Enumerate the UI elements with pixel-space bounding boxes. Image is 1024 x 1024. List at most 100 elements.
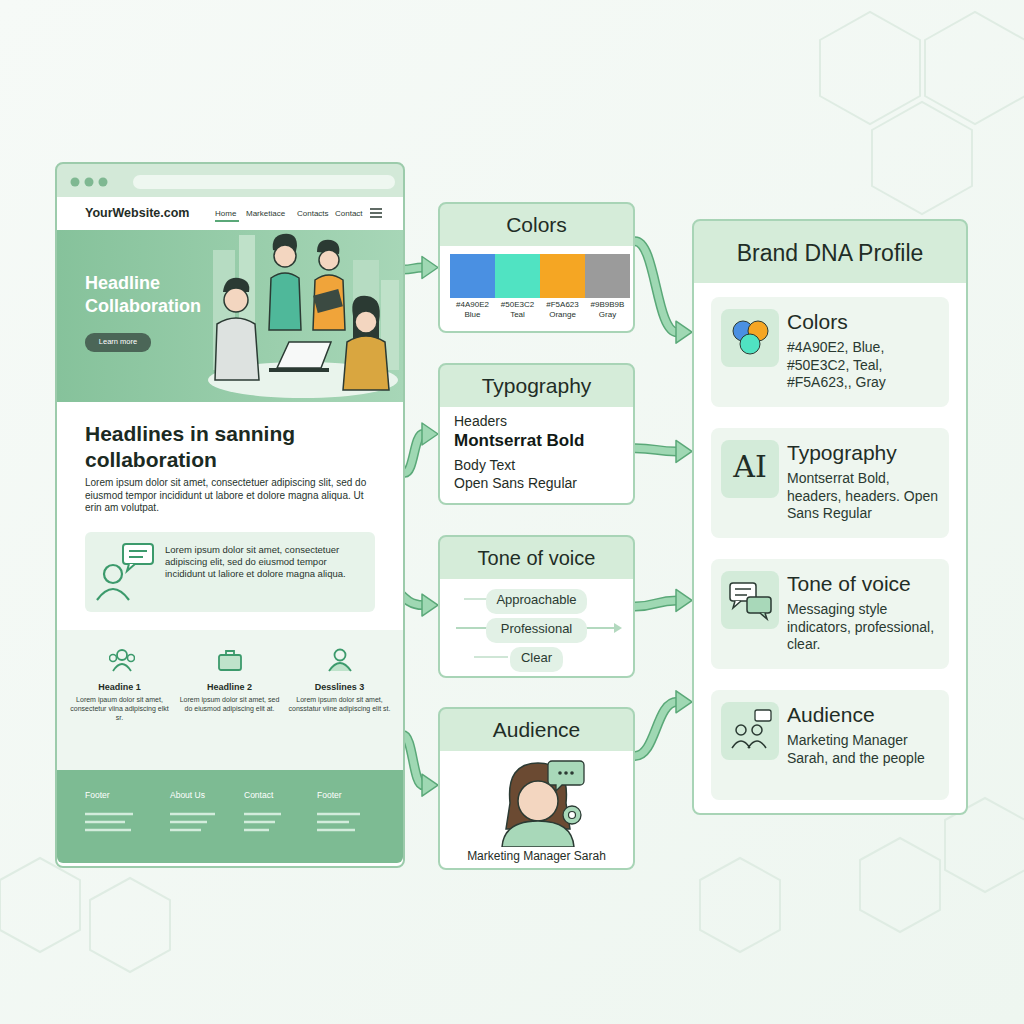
arrow-outline (635, 600, 677, 606)
browser-chrome-art (65, 172, 399, 192)
color-icon (721, 309, 779, 367)
body-text: About Us (170, 790, 240, 801)
arrow-body (403, 735, 423, 785)
menu-icon (369, 207, 383, 219)
body-text: Footer (317, 790, 387, 801)
body-text: Lorem ipsum dolor sit amet, consstatur v… (287, 696, 392, 714)
heading-text: Approachable (486, 592, 587, 608)
color-swatches-art (450, 254, 630, 298)
footer-lines-art (85, 810, 385, 850)
brand-dna-panel: Brand DNA ProfileColors #4A90E2, Blue, #5… (692, 219, 968, 815)
person-icon (327, 648, 353, 672)
body-text: Contact (244, 790, 314, 801)
speech-icon (93, 540, 158, 602)
heading-text: Headline Collaboration (85, 272, 235, 317)
heading-text: Typography (440, 373, 633, 399)
arrow-outline (403, 735, 423, 785)
flow-arrow (635, 440, 692, 462)
heading-text: Colors (440, 212, 633, 238)
heading-text: Colors (787, 309, 945, 335)
flow-arrow (635, 241, 692, 343)
body-text: Headlines in sanning collaboration (85, 421, 385, 474)
body-text: Lorem ipsum dolor sit amet, sed do eiusm… (177, 696, 282, 714)
tone-icon-art (721, 571, 779, 629)
body-text: #9B9B9B Gray (585, 300, 630, 320)
heading-text: Headine 1 (67, 682, 172, 693)
team-icon (109, 648, 135, 672)
profile-row: AudienceMarketing Manager Sarah, and the… (711, 690, 949, 800)
arrow-body (635, 702, 677, 756)
briefcase-icon (217, 648, 243, 672)
tone-pill: Professional (486, 618, 587, 643)
tone-icon (721, 571, 779, 629)
body-text: Montserrat Bold, headers, headers. Open … (787, 470, 945, 523)
body-text: Body Text (454, 457, 629, 475)
team-icon-art (109, 648, 135, 672)
profile-row: AI TypographyMontserrat Bold, headers, he… (711, 428, 949, 538)
heading-text: Audience (787, 702, 945, 728)
arrow-outline (635, 241, 677, 332)
speech-icon-art (93, 540, 158, 602)
heading-text: Footer (85, 790, 155, 801)
body-text: Typography (787, 440, 945, 466)
tone-pill: Clear (510, 647, 563, 672)
person-icon-art (327, 648, 353, 672)
browser-window: YourWebsite.comHomeMarketiaceContactsCon… (55, 162, 405, 868)
color-icon-art (721, 309, 779, 367)
profile-row: Colors #4A90E2, Blue, #50E3C2, Teal, #F5A… (711, 297, 949, 407)
arrow-body (635, 448, 677, 451)
body-text: Lorem ipaum dolor sit amet, consectetur … (67, 696, 172, 722)
arrow-head (676, 589, 692, 611)
audience-avatar (488, 757, 588, 847)
body-text: Contact (335, 209, 369, 219)
heading-text: YourWebsite.com (85, 206, 215, 222)
body-text: Montserrat Bold (454, 430, 632, 451)
browser-chrome (65, 172, 399, 192)
heading-text: Clear (510, 650, 563, 666)
body-text: Home (215, 209, 243, 219)
heading-text: Audience (440, 717, 633, 743)
footer-band: FooterAbout UsContactFooter (57, 770, 403, 863)
arrow-body (635, 241, 677, 332)
arrow-outline (635, 448, 677, 451)
body-text: #4A90E2, Blue, #50E3C2, Teal, #F5A623,, … (787, 339, 945, 392)
features-band: Headine 1 Lorem ipaum dolor sit amet, con… (57, 630, 403, 770)
audience-icon-art (721, 702, 779, 760)
body-text: #F5A623 Orange (540, 300, 585, 320)
body-text: #4A90E2 Blue (450, 300, 495, 320)
body-text: Messaging style indicators, professional… (787, 601, 945, 654)
heading-text: Learn more (85, 337, 151, 346)
arrow-body (405, 434, 423, 473)
flow-arrow (403, 257, 438, 279)
body-text: Marketiace (246, 209, 294, 219)
tone-box: Tone of voiceApproachableProfessionalCle… (438, 535, 635, 678)
hero-band: Headline CollaborationLearn more (57, 230, 403, 402)
body-text: Contacts (297, 209, 335, 219)
people-illustration-art (203, 230, 403, 402)
heading-text: Tone of voice (787, 571, 945, 597)
flow-arrow (635, 691, 692, 756)
heading-text: AI (721, 448, 779, 486)
menu-icon-art (369, 207, 383, 219)
audience-box: AudienceMarketing Manager Sarah (438, 707, 635, 870)
typography-box: TypographyHeadersMontserrat BoldBody Tex… (438, 363, 635, 505)
arrow-outline (635, 702, 677, 756)
audience-icon (721, 702, 779, 760)
body-text: Marketing Manager Sarah, and the people (787, 732, 945, 767)
heading-text: Brand DNA Profile (694, 239, 966, 268)
profile-row: Tone of voiceMessaging style indicators,… (711, 559, 949, 669)
arrow-head (422, 774, 438, 796)
arrow-head (422, 594, 438, 616)
people-illustration (203, 230, 403, 402)
arrow-outline (403, 268, 423, 270)
nav-underline-art (215, 220, 241, 224)
body-text: Lorem ipsum dolor sit amet, consectetuer… (85, 477, 370, 515)
nav-underline (215, 220, 241, 224)
arrow-outline (405, 434, 423, 473)
arrow-head (676, 321, 692, 343)
arrow-body (635, 600, 677, 606)
speech-box: Lorem ipsum dolor sit amet, consectetuer… (85, 532, 375, 612)
audience-avatar-art (488, 757, 588, 847)
body-text: Headline 2 (177, 682, 282, 693)
